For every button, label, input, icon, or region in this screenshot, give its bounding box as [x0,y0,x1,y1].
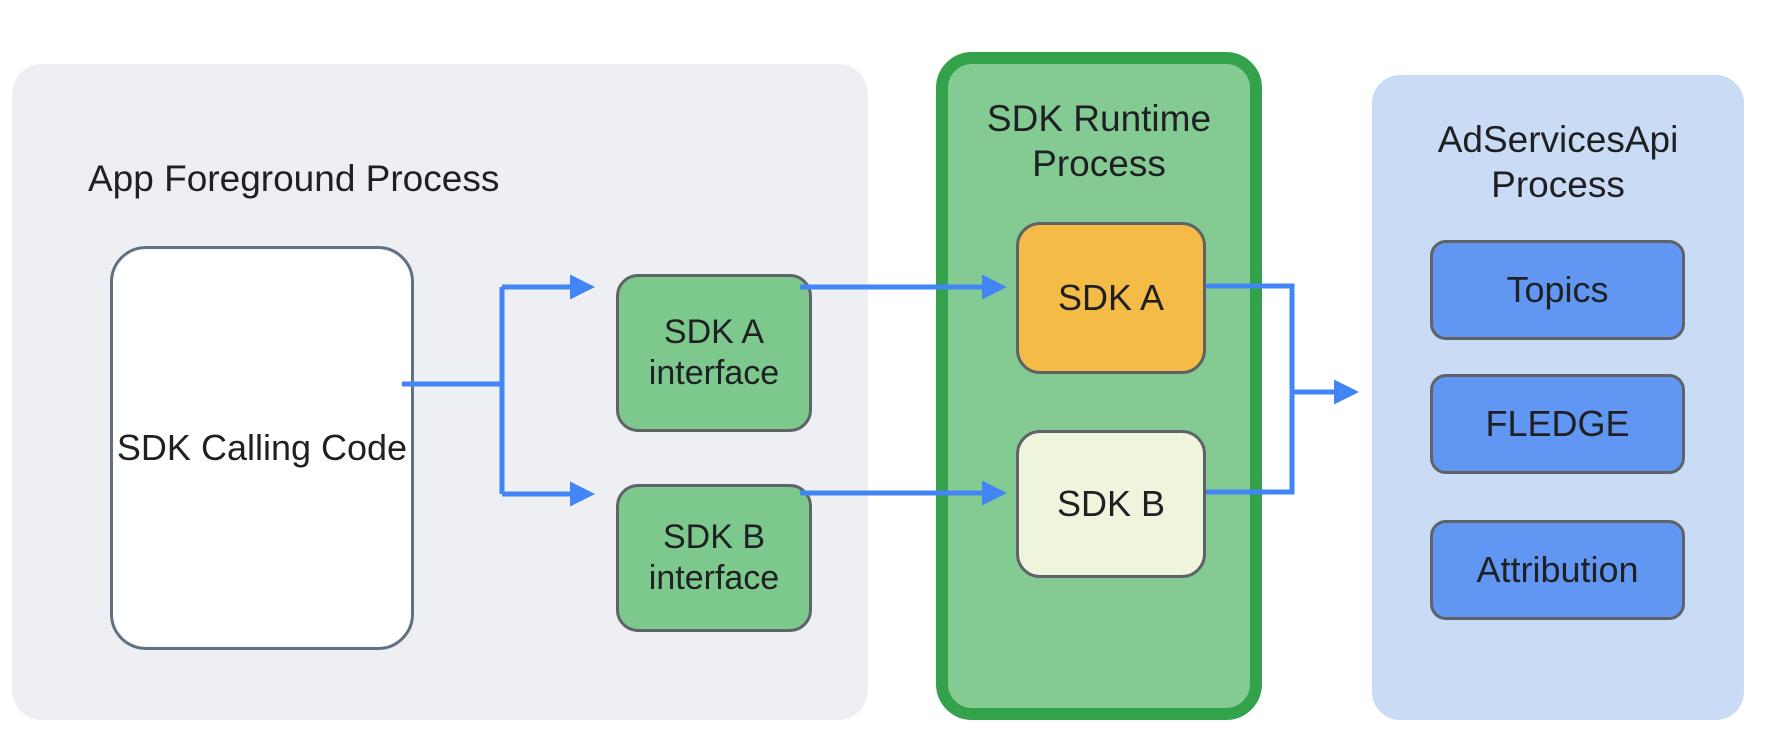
sdk-b-interface-box: SDK B interface [616,484,812,632]
sdk-runtime-process-title: SDK Runtime Process [986,98,1212,185]
fledge-api-box: FLEDGE [1430,374,1685,474]
sdk-runtime-process-container: SDK Runtime Process SDK A SDK B [936,52,1262,720]
sdk-b-box: SDK B [1016,430,1206,578]
attribution-api-box: Attribution [1430,520,1685,620]
adservices-api-process-title: AdServicesApi Process [1437,119,1679,206]
topics-api-box: Topics [1430,240,1685,340]
sdk-a-interface-box: SDK A interface [616,274,812,432]
sdk-calling-code-box: SDK Calling Code [110,246,414,650]
app-foreground-process-title: App Foreground Process [88,158,500,199]
app-foreground-process-container: App Foreground Process SDK Calling Code … [12,64,868,720]
sdk-a-box: SDK A [1016,222,1206,374]
adservices-api-process-container: AdServicesApi Process Topics FLEDGE Attr… [1372,75,1744,720]
